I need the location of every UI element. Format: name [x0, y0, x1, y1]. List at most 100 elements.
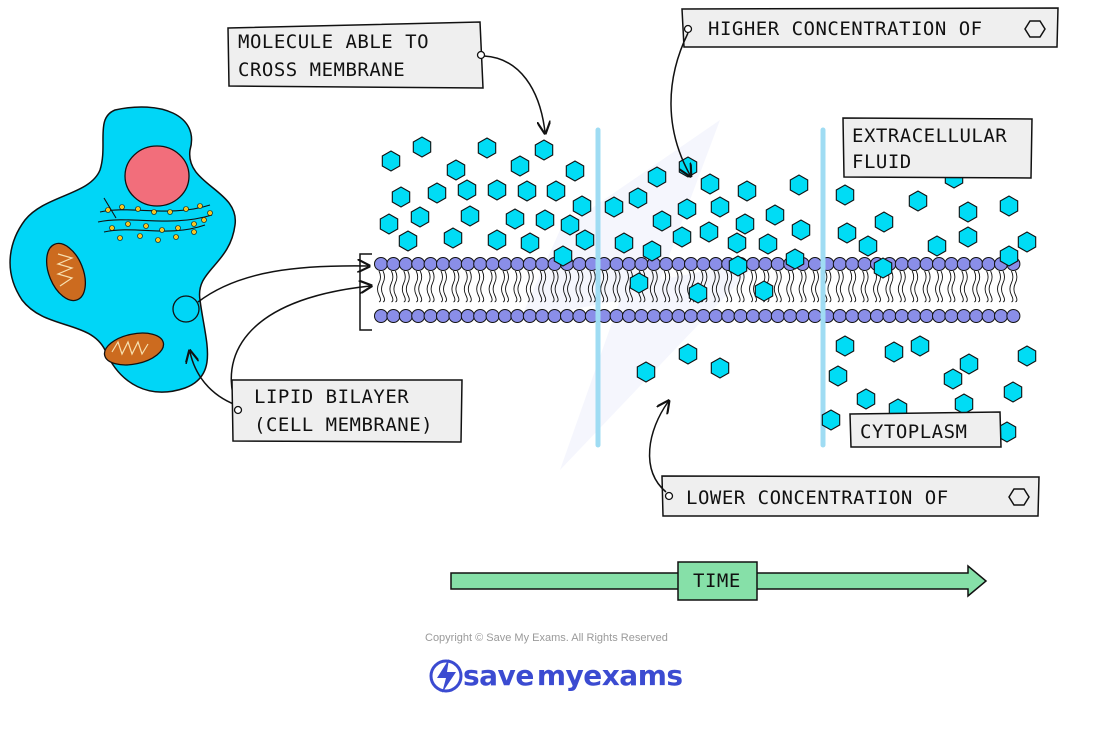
phospholipid-head	[659, 309, 674, 323]
lipid-tail	[835, 270, 844, 303]
molecule-hexagon	[487, 179, 507, 201]
molecule-hexagon	[821, 409, 841, 431]
molecule-hexagon	[487, 229, 507, 251]
lipid-tail	[947, 270, 956, 303]
molecule-hexagon	[614, 232, 634, 254]
phospholipid-head	[907, 257, 922, 271]
lipid-tail	[935, 270, 943, 303]
phospholipid-head	[882, 309, 897, 323]
callout-text: CROSS MEMBRANE	[238, 59, 405, 81]
molecule-hexagon	[754, 280, 774, 302]
molecule-hexagon	[446, 159, 466, 181]
phospholipid-head	[746, 309, 760, 323]
molecule-hexagon	[672, 226, 692, 248]
molecule-hexagon	[837, 222, 857, 244]
molecule-hexagon	[520, 232, 540, 254]
phospholipid-head	[808, 309, 822, 323]
lipid-tail	[786, 270, 795, 303]
molecule-hexagon	[477, 137, 497, 159]
lipid-tail	[488, 270, 497, 303]
lipid-tail	[600, 270, 609, 303]
brand-word-save: save	[463, 659, 534, 692]
phospholipid-head	[733, 309, 748, 323]
phospholipid-head	[448, 257, 463, 271]
molecule-hexagon	[699, 221, 719, 243]
molecule-hexagon	[642, 240, 662, 262]
molecule-hexagon	[678, 343, 698, 365]
molecule-hexagon	[999, 195, 1019, 217]
phospholipid-head	[374, 309, 388, 323]
phospholipid-head	[795, 309, 810, 323]
phospholipid-head	[944, 309, 959, 323]
phospholipid-head	[448, 309, 463, 323]
molecule-hexagon	[999, 245, 1019, 267]
lipid-tail	[439, 270, 447, 303]
molecule-hexagon	[379, 213, 399, 235]
phospholipid-head	[894, 309, 909, 323]
lipid-tail	[538, 270, 547, 303]
phospholipid-head	[460, 309, 475, 323]
phospholipid-head	[374, 257, 388, 271]
molecule-hexagon	[958, 201, 978, 223]
phospholipid-head	[770, 257, 785, 271]
molecule-hexagon	[517, 180, 537, 202]
phospholipid-head	[783, 309, 798, 323]
lipid-tail	[711, 270, 720, 303]
endoplasmic-reticulum	[97, 197, 213, 233]
phospholipid-head	[411, 309, 426, 323]
phospholipid-head	[436, 309, 450, 323]
phospholipid-head	[498, 309, 512, 323]
lipid-tail	[525, 270, 534, 303]
lipid-tail	[389, 270, 398, 303]
phospholipid-head	[671, 257, 686, 271]
molecule-hexagon	[575, 229, 595, 251]
phospholipid-head	[994, 309, 1008, 323]
phospholipid-head	[684, 257, 698, 271]
phospholipid-head	[547, 309, 562, 323]
phospholipid-head	[845, 309, 860, 323]
molecule-hexagon	[535, 209, 555, 231]
molecule-hexagon	[604, 196, 624, 218]
phospholipid-head	[1006, 309, 1021, 323]
molecule-hexagon	[1003, 381, 1023, 403]
lipid-tail	[773, 270, 782, 303]
callout-lower-concentration: LOWER CONCENTRATION OF	[648, 402, 1040, 517]
lipid-tail	[612, 270, 621, 303]
phospholipid-head	[411, 257, 426, 271]
molecule-hexagon	[710, 357, 730, 379]
phospholipid-head	[386, 309, 401, 323]
phospholipid-head	[684, 309, 698, 323]
molecule-hexagon	[873, 257, 893, 279]
lipid-tail	[897, 270, 906, 303]
molecule-hexagon	[927, 235, 947, 257]
phospholipid-head	[436, 257, 450, 271]
callout-extracellular-fluid: EXTRACELLULAR FLUID	[842, 117, 1033, 179]
phospholipid-head	[832, 257, 847, 271]
bilayer-bracket	[359, 253, 372, 331]
phospholipid-head	[894, 257, 909, 271]
callout-text: FLUID	[852, 151, 912, 173]
mitochondrion	[103, 332, 165, 366]
lipid-tail	[724, 270, 733, 303]
molecule-hexagon	[735, 213, 755, 235]
hexagon-icon	[1024, 20, 1046, 38]
molecule-hexagon	[572, 195, 592, 217]
molecule-hexagon	[858, 235, 878, 257]
phospholipid-head	[609, 309, 624, 323]
lipid-tail	[910, 270, 919, 303]
molecule-hexagon	[398, 230, 418, 252]
molecule-hexagon	[652, 210, 672, 232]
molecule-hexagon	[727, 232, 747, 254]
molecule-hexagon	[943, 368, 963, 390]
molecule-hexagon	[565, 160, 585, 182]
phospholipid-head	[919, 257, 934, 271]
phospholipid-head	[845, 257, 860, 271]
phospholipid-head	[398, 257, 413, 271]
lipid-tail	[550, 270, 559, 303]
phospholipid-head	[870, 309, 884, 323]
lipid-tail	[426, 270, 435, 303]
molecule-hexagon	[828, 365, 848, 387]
molecule-hexagon	[954, 393, 974, 415]
lipid-tail	[587, 270, 596, 303]
molecule-hexagon	[629, 272, 649, 294]
